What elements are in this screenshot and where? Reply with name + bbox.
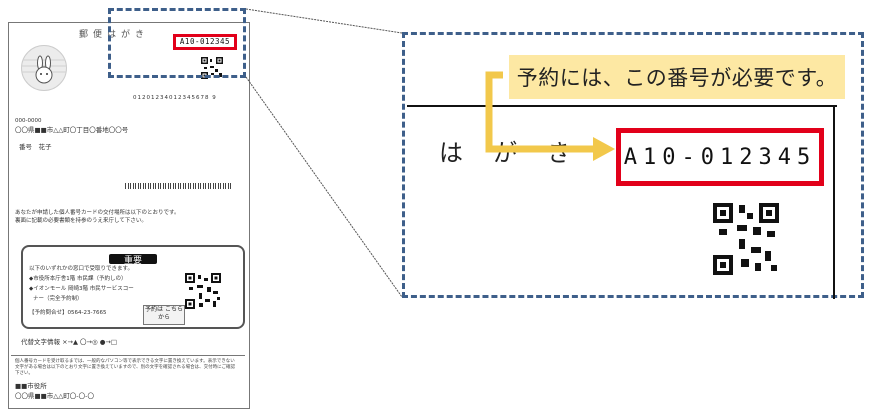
box-line-1: 以下のいずれかの窓口で受取りできます。	[29, 266, 133, 272]
reservation-note: 予約には、この番号が必要です。	[509, 55, 845, 99]
customer-barcode	[125, 183, 233, 189]
reservation-callout: 予約は こちらから	[143, 305, 185, 325]
highlight-frame-small	[108, 8, 246, 78]
footer-note-1: 個人番号カードを受け取るまでは、一般的なパソコン等で表示できる文字に置き換えてい…	[15, 359, 235, 364]
zoom-rule-right	[833, 105, 835, 299]
qr-code-box	[185, 273, 221, 309]
recipient-name: 番号 花子	[19, 143, 52, 151]
mascot-seal	[21, 45, 67, 91]
zoom-hagaki-text: はがき	[439, 139, 601, 167]
zoom-panel: はがき A10-012345 予約には、この番号が必要です。	[402, 32, 864, 299]
number-row: 01201234012345678 9	[133, 95, 217, 101]
recipient-address: 〇〇県■■市△△町〇丁目〇番地〇〇号	[15, 126, 129, 134]
intro-line-1: あなたが申請した個人番号カードの交付場所は以下のとおりです。	[15, 210, 180, 216]
qr-code-large	[713, 203, 779, 275]
footer-note-2: 文字がある場合は以下のとおり文字に置き換えていますので、別の文字を確認される場合…	[15, 365, 236, 370]
reservation-code-small: A10-012345	[173, 34, 237, 50]
postal-code: 000-0000	[15, 118, 42, 124]
pointer-arrow	[485, 71, 615, 161]
box-line-2: ◆市役所本庁舎1階 市民課（予約しの）	[29, 276, 127, 282]
zoom-rule-top	[407, 105, 837, 107]
reservation-code-large: A10-012345	[616, 128, 824, 186]
postcard-header: 郵便はがき	[79, 30, 150, 40]
box-line-4: ナー（完全予約制）	[33, 296, 83, 302]
postcard: 郵便はがき A10-012345 01201234012345678 9 000…	[8, 22, 250, 409]
intro-line-2: 裏面に記載の必要書類を持参のうえ来庁して下さい。	[15, 218, 147, 224]
box-line-5: 【予約問合せ】0564-23-7665	[29, 310, 107, 316]
divider	[11, 355, 245, 356]
footer-note-3: 下さい。	[15, 371, 33, 376]
box-line-3: ◆イオンモール 岡崎3階 市民サービスコー	[29, 286, 134, 292]
sender-name: ■■市役所	[15, 382, 47, 390]
sender-address: 〇〇県■■市△△町〇-〇-〇	[15, 392, 94, 400]
important-title: 重要	[103, 250, 163, 266]
important-box: 重要 以下のいずれかの窓口で受取りできます。 ◆市役所本庁舎1階 市民課（予約し…	[21, 245, 245, 329]
alternate-char-label: 代替文字情報 ×→▲ 〇→◎ ●→□	[21, 338, 117, 346]
